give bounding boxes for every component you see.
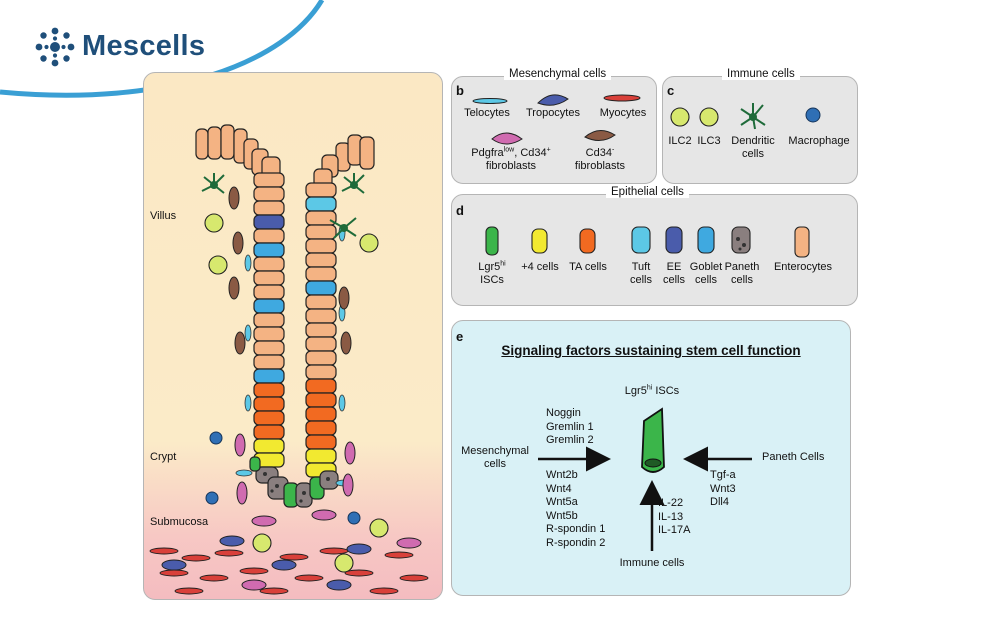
label-plus4-cells: +4 cells [521, 261, 559, 273]
immune-cell-icons [670, 103, 821, 130]
panel-b-title: Mesenchymal cells [504, 68, 612, 80]
label-telocytes: Telocytes [464, 107, 510, 119]
signaling-title: Signaling factors sustaining stem cell f… [501, 343, 801, 358]
panel-b-mesenchymal: b Telocytes Tropocytes Myocytes Pdgfralo… [451, 76, 657, 184]
panel-letter-e: e [456, 329, 464, 344]
logo[interactable]: Mescells [34, 24, 224, 70]
panel-e-signaling: e Signaling factors sustaining stem cell… [451, 320, 851, 596]
label-pdgfra-fibroblasts: Pdgfralow, Cd34+ fibroblasts [471, 146, 551, 172]
label-myocytes: Myocytes [599, 107, 647, 119]
panel-c-title: Immune cells [722, 68, 800, 80]
center-lgr5-label: Lgr5hi ISCs [624, 384, 680, 397]
mesenchymal-cell-icons [472, 94, 641, 145]
panel-letter-c: c [667, 83, 675, 98]
region-label-submucosa: Submucosa [150, 516, 209, 528]
label-ilc2: ILC2 [668, 135, 692, 147]
brand-name: Mescells [82, 30, 206, 62]
immune-factors: IL-22 IL-13 IL-17A [658, 497, 691, 536]
label-ta-cells: TA cells [569, 261, 607, 273]
region-label-villus: Villus [150, 210, 177, 222]
source-immune-cells: Immune cells [619, 557, 685, 569]
mes-factors-top: Noggin Gremlin 1 Gremlin 2 [546, 407, 594, 446]
crypt-villus-illustration [149, 124, 429, 595]
label-macrophage: Macrophage [788, 135, 850, 147]
panel-letter-d: d [456, 203, 464, 218]
cell-cluster-icon [35, 27, 75, 67]
label-enterocytes: Enterocytes [773, 261, 833, 273]
region-label-crypt: Crypt [150, 451, 177, 463]
paneth-factors: Tgf-a Wnt3 Dll4 [710, 469, 736, 508]
mes-factors-bottom: Wnt2b Wnt4 Wnt5a Wnt5b R-spondin 1 R-spo… [546, 469, 606, 549]
panel-letter-b: b [456, 83, 464, 98]
source-paneth-cells: Paneth Cells [762, 451, 825, 463]
label-ilc3: ILC3 [697, 135, 721, 147]
panel-d-title: Epithelial cells [606, 186, 689, 198]
label-tropocytes: Tropocytes [525, 107, 580, 119]
panel-a-crypt-villus: Villus Crypt Submucosa [143, 72, 443, 600]
epithelial-cell-icons [485, 226, 810, 258]
label-cd34neg-fibroblasts: Cd34- fibroblasts [574, 146, 626, 172]
signaling-diagram [538, 407, 752, 551]
